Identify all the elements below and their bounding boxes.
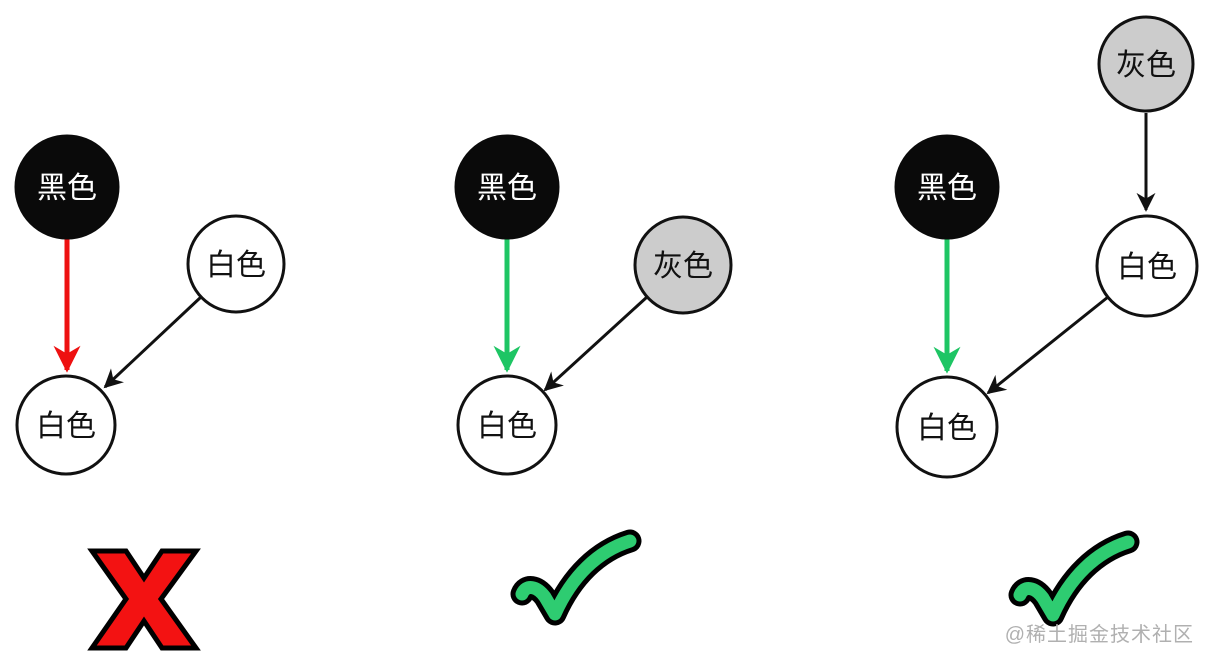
diagram-valid-gray-grandparent: 灰色 黑色 白色 白色 <box>894 15 1199 627</box>
check-mark-icon <box>510 529 642 626</box>
node-white-bottom: 白色 <box>456 374 558 476</box>
node-white-right: 白色 <box>1095 214 1199 318</box>
node-black: 黑色 <box>14 134 120 240</box>
node-label: 白色 <box>206 249 266 282</box>
node-label: 黑色 <box>37 172 97 205</box>
node-label: 白色 <box>917 412 977 445</box>
node-white-bottom: 白色 <box>895 375 999 479</box>
black-arrow-gray-to-white <box>543 295 649 392</box>
watermark: @稀土掘金技术社区 <box>1004 624 1194 646</box>
node-black: 黑色 <box>454 134 560 240</box>
node-gray-right: 灰色 <box>633 215 733 315</box>
node-gray-top: 灰色 <box>1097 15 1195 113</box>
diagram-valid-gray-parent: 黑色 灰色 白色 <box>454 134 733 626</box>
check-mark-icon <box>1008 530 1140 627</box>
node-label: 黑色 <box>917 172 977 205</box>
node-label: 白色 <box>477 410 537 443</box>
black-arrow-white-to-white <box>103 295 203 389</box>
node-label: 白色 <box>1117 251 1177 284</box>
node-label: 灰色 <box>653 250 713 283</box>
node-black: 黑色 <box>894 134 1000 240</box>
node-white-bottom: 白色 <box>15 374 117 476</box>
node-label: 灰色 <box>1116 49 1176 82</box>
black-arrow-white-to-white <box>986 295 1109 395</box>
node-white-right: 白色 <box>186 214 286 314</box>
cross-mark-icon <box>87 548 201 651</box>
node-label: 黑色 <box>477 172 537 205</box>
diagram-invalid: 黑色 白色 白色 <box>14 134 286 651</box>
node-label: 白色 <box>36 410 96 443</box>
